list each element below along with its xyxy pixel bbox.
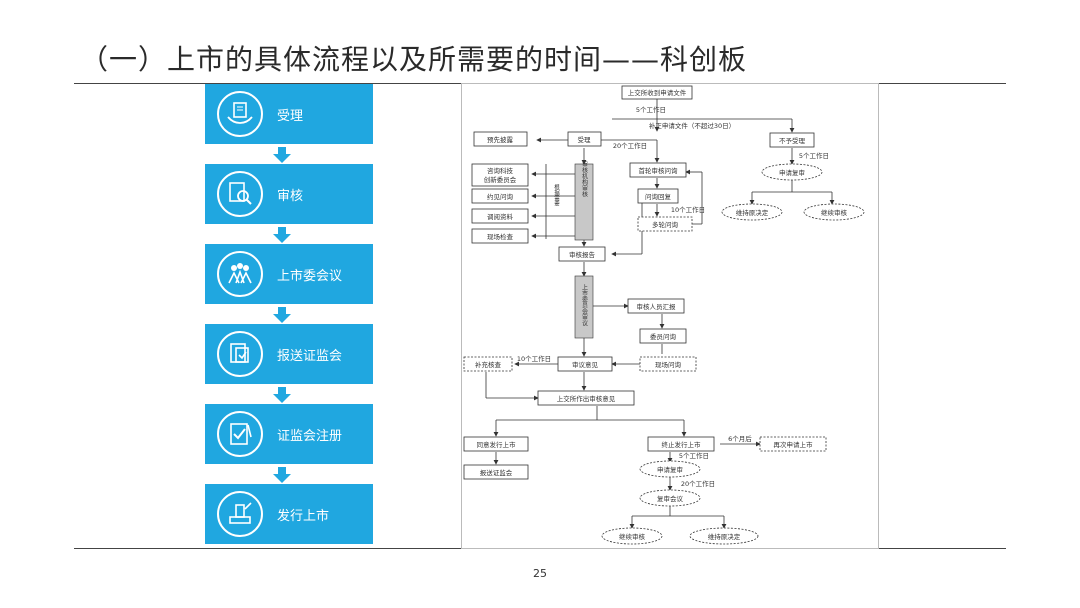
step-listing-committee: 上市委会议	[205, 244, 373, 304]
flow-d5: 5个工作日	[636, 105, 666, 114]
step-review: 审核	[205, 164, 373, 224]
step-label: 受理	[277, 108, 304, 124]
down-arrow-icon	[273, 227, 291, 243]
flow-d5c: 5个工作日	[679, 451, 709, 460]
flow-d10b: 10个工作日	[517, 354, 551, 363]
flow-audit-vertical: 审核机构审核	[581, 160, 588, 198]
step-issue-listing: 发行上市	[205, 484, 373, 544]
page-title: （一）上市的具体流程以及所需要的时间——科创板	[80, 43, 748, 76]
flow-keep-decision: 维持原决定	[736, 208, 769, 217]
step-accept: 受理	[205, 84, 373, 144]
step-label: 审核	[277, 188, 304, 204]
magnifier-document-icon	[217, 171, 263, 217]
flow-review-request: 申请复审	[779, 168, 805, 177]
step-submit-csrc: 报送证监会	[205, 324, 373, 384]
flow-meeting-inquiry: 约见问询	[487, 192, 514, 201]
step-label: 上市委会议	[277, 268, 343, 284]
flow-onsite: 现场检查	[487, 232, 514, 241]
stamp-icon	[217, 491, 263, 537]
flow-member-inquiry: 委员问询	[650, 332, 677, 341]
down-arrow-icon	[273, 147, 291, 163]
flow-submit-csrc: 报送证监会	[480, 468, 513, 477]
flow-review-opinion: 审议意见	[572, 360, 599, 369]
flow-d5b: 5个工作日	[799, 151, 829, 160]
flow-accept: 受理	[578, 135, 592, 144]
flow-first-inquiry: 首轮审核问询	[639, 166, 679, 175]
step-label: 证监会注册	[277, 428, 343, 444]
flow-not-accept: 不予受理	[779, 136, 806, 145]
flow-receive: 上交所收到申请文件	[628, 88, 687, 97]
flow-reply: 问询回复	[645, 192, 672, 201]
hands-document-icon	[217, 91, 263, 137]
flow-sse-opinion: 上交所作出审核意见	[557, 394, 616, 403]
flow-agree: 同意发行上市	[477, 440, 517, 449]
flow-consult-line1: 咨询科技	[487, 166, 514, 175]
flow-d20b: 20个工作日	[681, 479, 715, 488]
flow-supplement-check: 补充核查	[475, 360, 502, 369]
flow-review-meeting: 复审会议	[657, 494, 684, 503]
flow-continue-review2: 继续审核	[619, 532, 646, 541]
flow-apply-review: 申请复审	[657, 465, 683, 474]
down-arrow-icon	[273, 307, 291, 323]
down-arrow-icon	[273, 467, 291, 483]
flow-supplement: 补正申请文件（不超过30日）	[649, 121, 735, 130]
flow-multi-inquiry: 多轮问询	[652, 220, 679, 229]
flow-auditor-report: 审核人员汇报	[637, 302, 677, 311]
flow-terminate: 终止发行上市	[662, 440, 702, 449]
flow-six-months: 6个月后	[728, 434, 752, 443]
meeting-people-icon	[217, 251, 263, 297]
flow-pre-disclose: 预先披露	[487, 135, 514, 144]
flow-committee-vertical: 上市委员会审议	[581, 283, 588, 327]
page-number: 25	[533, 567, 547, 580]
flow-onsite-inquiry: 现场问询	[655, 360, 682, 369]
flow-check-material: 调阅资料	[487, 212, 514, 221]
flow-as-needed: 根据需要	[553, 183, 560, 208]
step-label: 发行上市	[277, 508, 330, 524]
ipo-flowchart: 上交所收到申请文件 5个工作日 补正申请文件（不超过30日） 受理 预先披露 2…	[461, 83, 879, 549]
checklist-icon	[217, 411, 263, 457]
down-arrow-icon	[273, 387, 291, 403]
flow-d10: 10个工作日	[671, 205, 705, 214]
flow-d20: 20个工作日	[613, 141, 647, 150]
flow-keep-decision2: 维持原决定	[708, 532, 741, 541]
flow-audit-report: 审核报告	[569, 250, 596, 259]
submit-document-icon	[217, 331, 263, 377]
flow-continue-review: 继续审核	[821, 208, 848, 217]
flow-reapply: 再次申请上市	[774, 440, 814, 449]
step-csrc-register: 证监会注册	[205, 404, 373, 464]
flow-consult-line2: 创新委员会	[484, 175, 517, 184]
step-label: 报送证监会	[277, 348, 343, 364]
